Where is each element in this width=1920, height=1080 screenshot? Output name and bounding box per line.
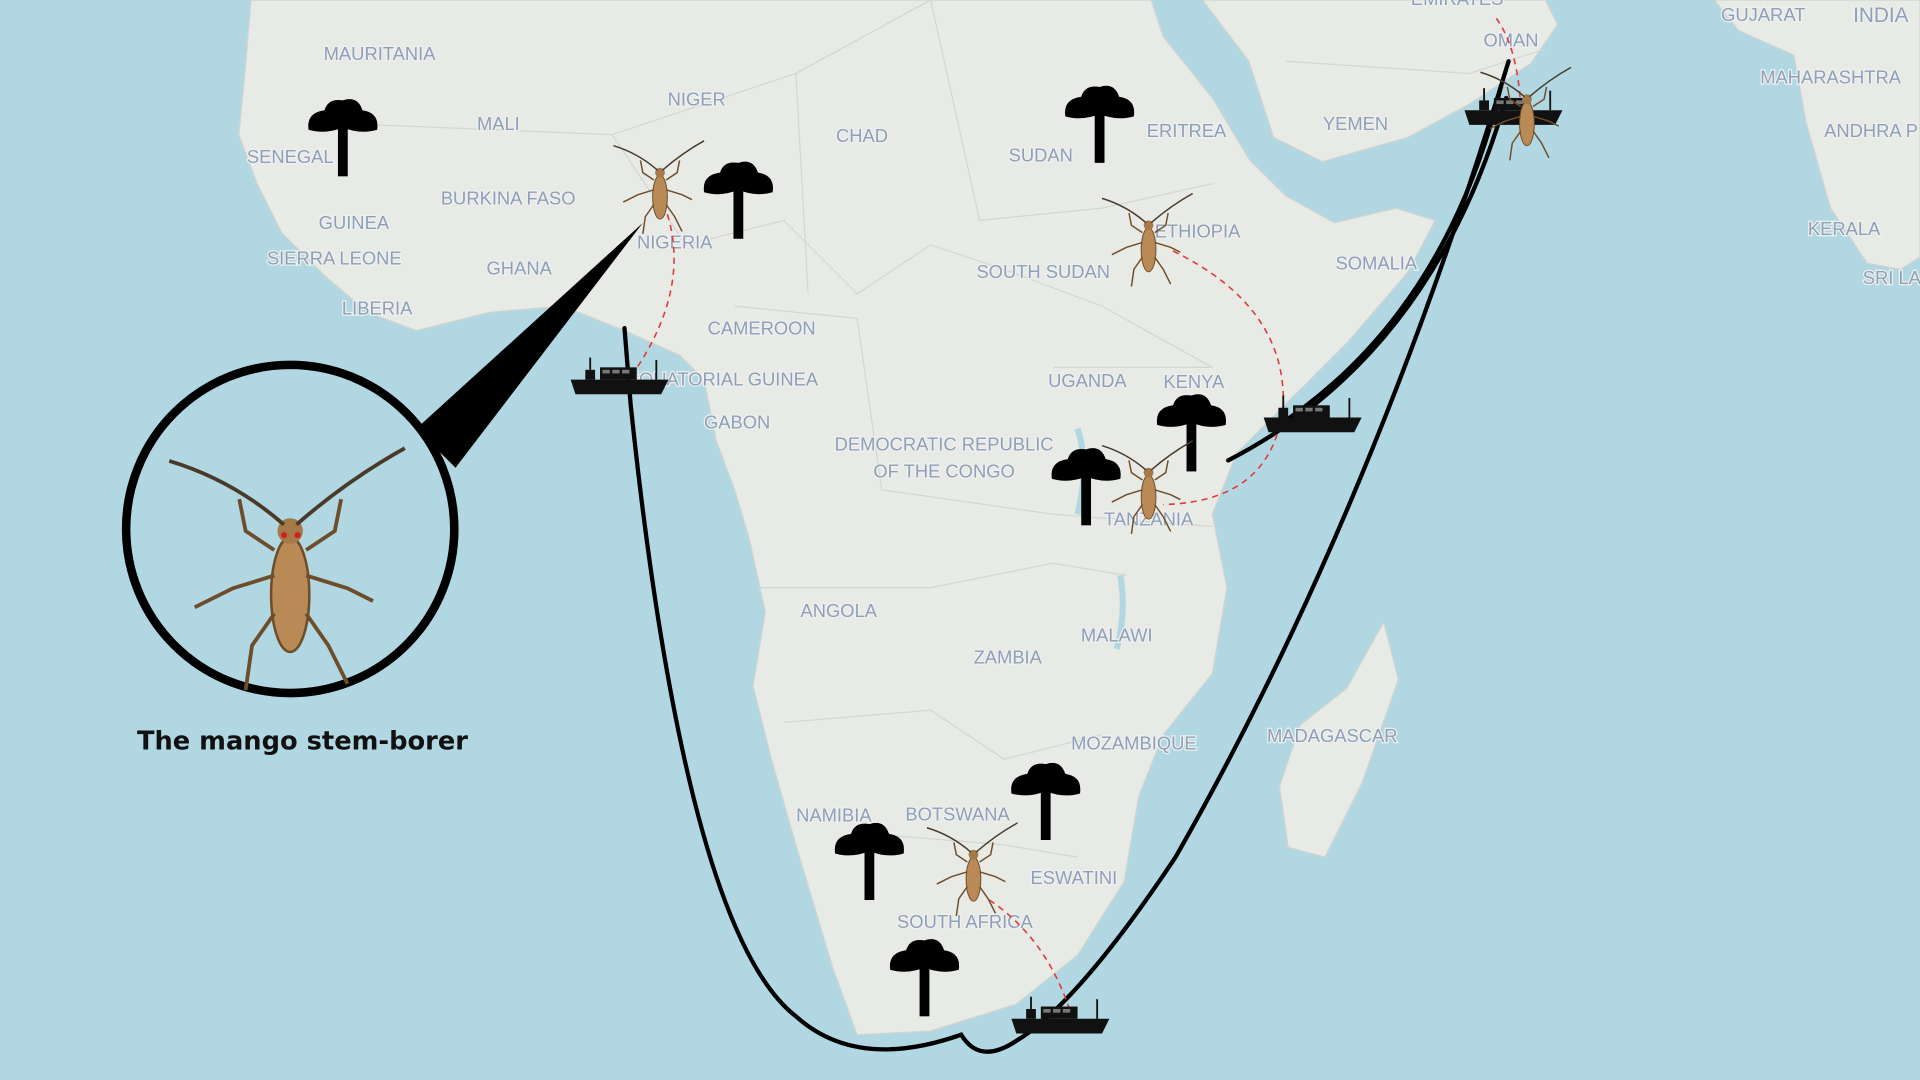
label-liberia: LIBERIA xyxy=(342,298,413,319)
label-emirates: EMIRATES xyxy=(1411,0,1503,9)
arabia-landmass xyxy=(1201,0,1559,163)
label-sierra-leone: SIERRA LEONE xyxy=(267,247,402,268)
label-gujarat: GUJARAT xyxy=(1721,4,1805,25)
label-chad: CHAD xyxy=(836,125,888,146)
label-botswana: BOTSWANA xyxy=(905,803,1010,824)
label-equatorial-guinea: EQUATORIAL GUINEA xyxy=(627,369,819,390)
madagascar-landmass xyxy=(1278,620,1400,858)
label-gabon: GABON xyxy=(704,412,770,433)
label-south-africa: SOUTH AFRICA xyxy=(897,911,1033,932)
spread-path-nigeria xyxy=(626,214,675,383)
country-borders xyxy=(318,0,1546,858)
label-namibia: NAMIBIA xyxy=(796,805,872,826)
label-ethiopia: ETHIOPIA xyxy=(1155,221,1241,242)
label-oman: OMAN xyxy=(1483,30,1538,51)
label-eswatini: ESWATINI xyxy=(1031,867,1118,888)
label-niger: NIGER xyxy=(668,88,726,109)
africa-landmass xyxy=(238,0,1436,1036)
label-drc-line2: OF THE CONGO xyxy=(873,461,1014,482)
label-kenya: KENYA xyxy=(1163,371,1225,392)
shipping-route-east-africa-2 xyxy=(1271,83,1504,431)
label-srilanka: SRI LA xyxy=(1863,267,1920,288)
label-sudan: SUDAN xyxy=(1009,145,1073,166)
label-drc-line1: DEMOCRATIC REPUBLIC xyxy=(835,434,1054,455)
label-zambia: ZAMBIA xyxy=(974,647,1043,668)
label-india: INDIA xyxy=(1853,4,1909,27)
label-burkina-faso: BURKINA FASO xyxy=(441,187,576,208)
india-landmass xyxy=(1713,0,1920,271)
label-madagascar: MADAGASCAR xyxy=(1267,725,1398,746)
label-senegal: SENEGAL xyxy=(247,146,334,167)
label-malawi: MALAWI xyxy=(1081,625,1153,646)
label-maharashtra: MAHARASHTRA xyxy=(1760,66,1902,87)
label-kerala: KERALA xyxy=(1808,218,1881,239)
label-mozambique: MOZAMBIQUE xyxy=(1071,732,1196,753)
label-andhra: ANDHRA P xyxy=(1824,120,1918,141)
label-guinea: GUINEA xyxy=(319,212,390,233)
beetle-eye-icon xyxy=(294,532,301,539)
label-ghana: GHANA xyxy=(487,257,553,278)
label-nigeria: NIGERIA xyxy=(637,232,713,253)
beetle-eye-icon xyxy=(281,532,288,539)
label-cameroon: CAMEROON xyxy=(708,317,816,338)
label-yemen: YEMEN xyxy=(1323,113,1388,134)
label-somalia: SOMALIA xyxy=(1336,252,1418,273)
label-mali: MALI xyxy=(477,113,520,134)
inset-pointer xyxy=(416,222,643,468)
shipping-route-west-africa xyxy=(622,59,1511,1054)
label-angola: ANGOLA xyxy=(801,600,878,621)
inset-caption: The mango stem-borer xyxy=(137,726,468,756)
label-eritrea: ERITREA xyxy=(1147,120,1227,141)
label-mauritania: MAURITANIA xyxy=(324,43,437,64)
label-uganda: UGANDA xyxy=(1048,370,1127,391)
place-labels: EMIRATES OMAN GUJARAT INDIA MAHARASHTRA … xyxy=(246,0,1920,933)
label-south-sudan: SOUTH SUDAN xyxy=(976,261,1110,282)
